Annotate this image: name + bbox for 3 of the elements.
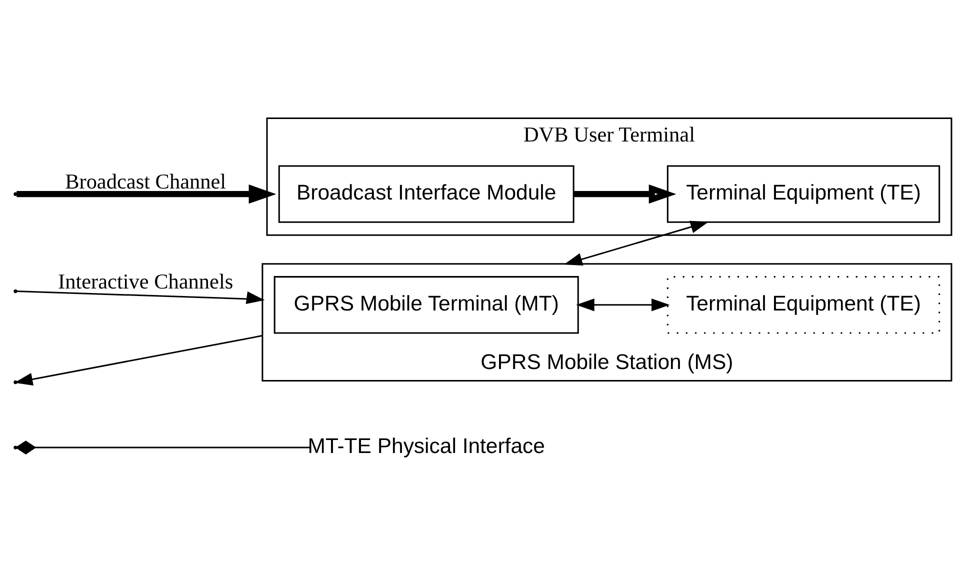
edge-label: Broadcast Channel xyxy=(65,169,226,194)
edge-label: Interactive Channels xyxy=(58,269,234,294)
node-text: MT-TE Physical Interface xyxy=(308,434,545,458)
